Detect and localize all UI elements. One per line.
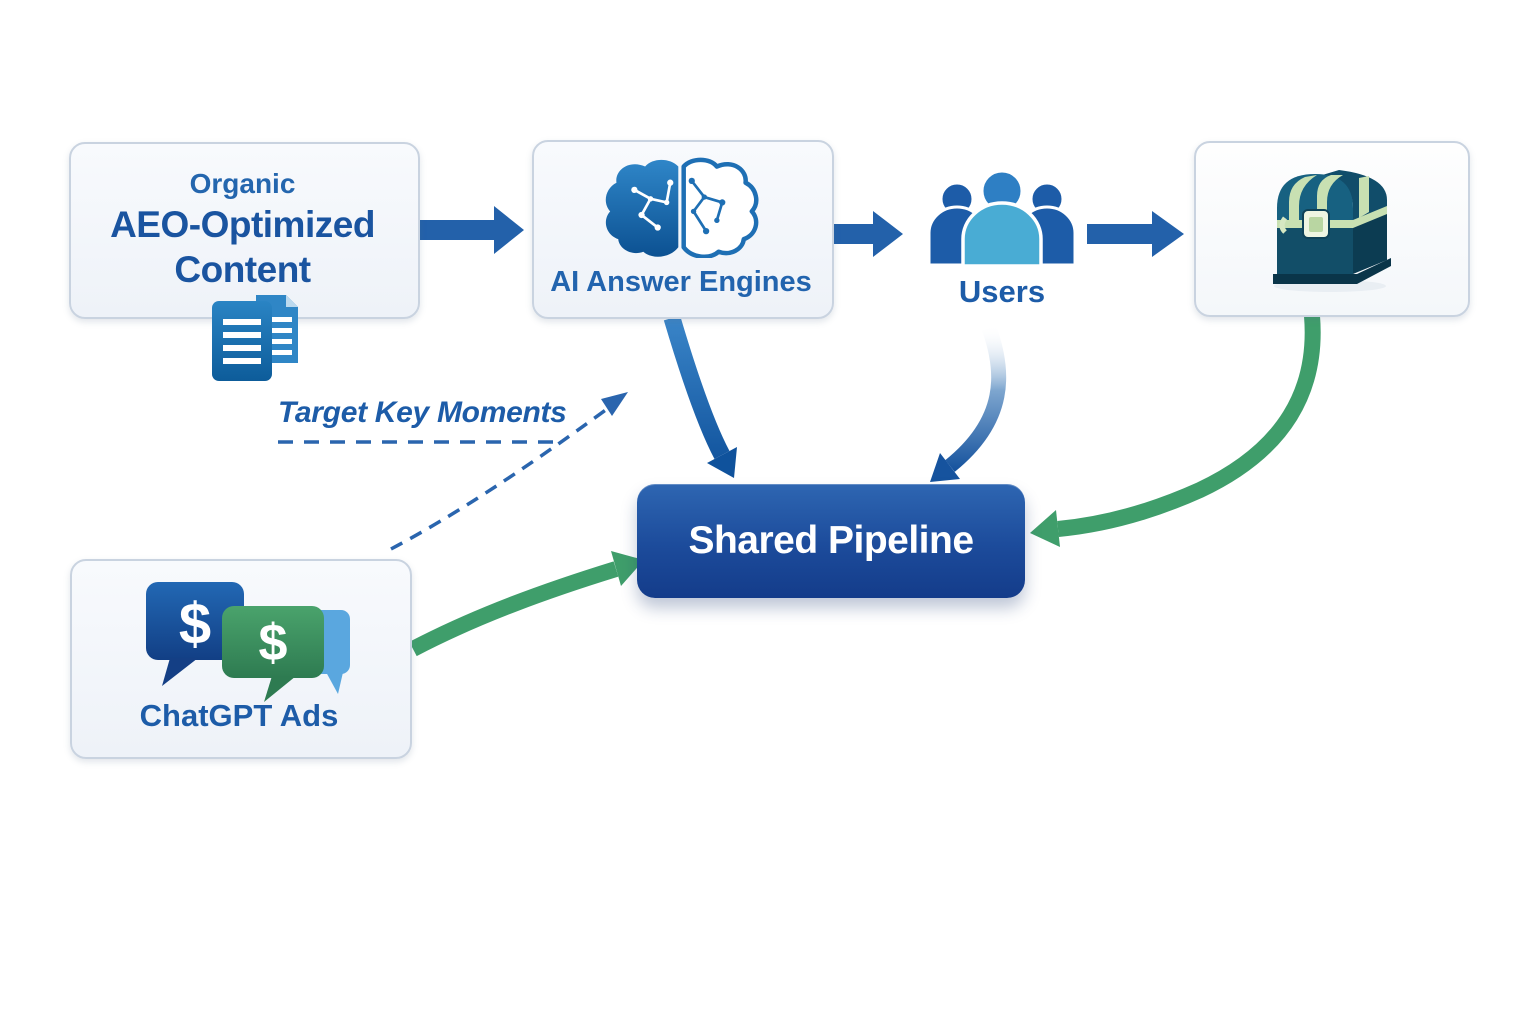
organic-content-line1: Organic <box>189 168 296 199</box>
users-group-icon <box>927 169 1077 266</box>
organic-content-line2: AEO-Optimized <box>110 204 375 245</box>
arrow-users-to-pipeline <box>930 325 1007 482</box>
organic-content-card <box>69 142 420 319</box>
arrow-chest-to-pipeline <box>1030 315 1321 547</box>
treasure-chest-icon <box>1273 170 1391 292</box>
ai-answer-engines-label: AI Answer Engines <box>550 266 812 298</box>
arrow-users-to-chest <box>1087 211 1184 257</box>
blue-dollar-bubble: $ <box>146 582 244 686</box>
organic-content-line3: Content <box>174 249 311 290</box>
documents-icon <box>212 295 298 381</box>
chatgpt-ads-label: ChatGPT Ads <box>139 698 339 733</box>
target-key-moments-label: Target Key Moments <box>278 396 567 429</box>
organic-content-title: Organic AEO-Optimized Content <box>80 166 405 292</box>
shared-pipeline-label: Shared Pipeline <box>688 519 974 562</box>
shared-pipeline-node: Shared Pipeline <box>637 484 1025 598</box>
arrow-content-to-engines <box>418 206 524 254</box>
arrow-engines-to-users <box>833 211 903 257</box>
dollar-chat-bubbles-icon: $ $ <box>146 582 350 702</box>
arrow-engines-to-pipeline <box>663 315 737 478</box>
green-dollar-bubble: $ <box>222 606 324 702</box>
users-label: Users <box>958 274 1046 309</box>
blue-bubble-dollar: $ <box>179 592 211 657</box>
arrow-ads-to-pipeline <box>409 551 644 657</box>
green-bubble-dollar: $ <box>259 614 288 672</box>
brain-circuit-icon <box>605 157 759 258</box>
